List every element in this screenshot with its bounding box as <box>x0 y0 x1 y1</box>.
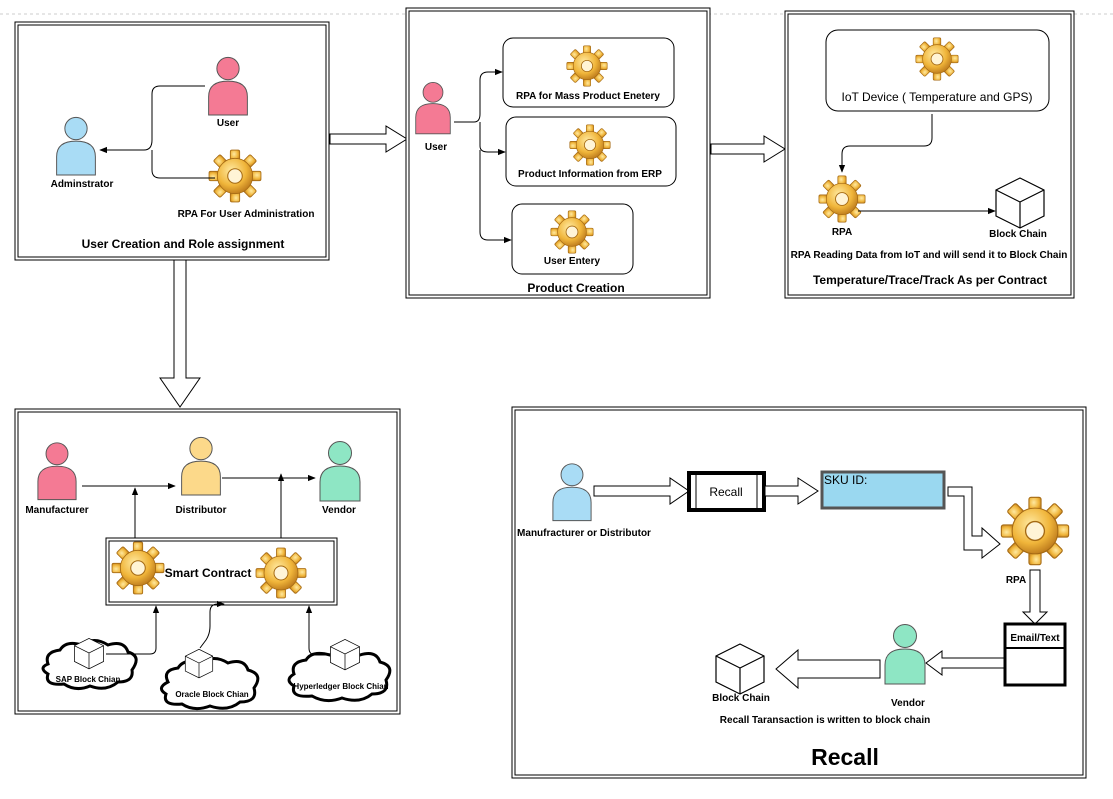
gear-icon <box>255 547 307 599</box>
recall-blockchain-label: Block Chain <box>712 693 770 704</box>
flow-arrow-to-recall-box <box>593 477 690 505</box>
tracking-blockchain-label: Block Chain <box>989 229 1047 240</box>
tracking-rpa-label: RPA <box>832 227 852 238</box>
rpa-user-admin-label: RPA For User Administration <box>178 209 315 220</box>
iot-to-rpa-connector <box>838 114 933 173</box>
sku-id-label: SKU ID: <box>824 473 867 487</box>
flow-arrow-to-blockchain <box>775 648 881 690</box>
tracking-rpa-note: RPA Reading Data from IoT and will send … <box>791 250 1068 261</box>
sap-to-contract-connector <box>106 605 160 655</box>
tracking-title: Temperature/Trace/Track As per Contract <box>813 273 1047 287</box>
user-creation-title: User Creation and Role assignment <box>82 237 285 251</box>
flow-arrow-to-vendor <box>925 650 1005 676</box>
gear-icon <box>550 210 594 254</box>
user-to-admin-connector <box>99 85 205 154</box>
sap-label: SAP Block Chian <box>56 675 121 684</box>
rpa-mass-entry-label: RPA for Mass Product Enetery <box>516 91 660 102</box>
section-recall: Manufracturer or Distributor Recall SKU … <box>511 406 1087 779</box>
smart-contract-label: Smart Contract <box>165 566 252 580</box>
recall-title: Recall <box>811 744 879 770</box>
recall-actor-label: Manufracturer or Distributor <box>517 528 651 539</box>
erp-label: Product Information from ERP <box>518 169 662 180</box>
user-to-entry-connector <box>479 150 512 244</box>
recall-note: Recall Taransaction is written to block … <box>720 715 930 726</box>
section-product-creation: User RPA for Mass Product Enetery Produc… <box>405 7 711 299</box>
hyperledger-to-contract-connector <box>305 605 329 656</box>
oracle-to-contract-connector <box>199 600 225 649</box>
flow-arrow-to-product <box>329 125 408 153</box>
gear-icon <box>1000 496 1070 566</box>
rpa-to-admin-connector <box>151 150 215 179</box>
hyperledger-cloud <box>287 649 392 703</box>
user-entry-label: User Entery <box>544 256 601 267</box>
hyperledger-label: Hyperledger Block Chian <box>293 682 388 691</box>
gear-icon <box>111 541 165 595</box>
section-tracking: IoT Device ( Temperature and GPS) RPA Bl… <box>784 10 1075 299</box>
user-label: User <box>217 118 239 129</box>
gear-icon <box>915 37 959 81</box>
gear-icon <box>566 45 608 87</box>
email-text-label: Email/Text <box>1010 633 1060 644</box>
gear-icon <box>569 124 611 166</box>
flow-arrow-to-email <box>1021 569 1049 625</box>
oracle-label: Oracle Block Chian <box>175 690 248 699</box>
manufacturer-label: Manufacturer <box>25 505 88 516</box>
user-to-erp-connector <box>479 122 506 156</box>
recall-box <box>687 471 766 512</box>
flow-arrow-to-smart-contract <box>159 259 201 408</box>
administrator-label: Adminstrator <box>51 179 114 190</box>
gear-icon <box>208 149 262 203</box>
product-creation-title: Product Creation <box>527 281 624 295</box>
section-user-creation: Adminstrator User RPA For User Administr… <box>14 21 330 261</box>
section-smart-contract: Manufacturer Distributor Vendor Smart Co… <box>14 408 401 715</box>
iot-device-label: IoT Device ( Temperature and GPS) <box>842 90 1033 104</box>
distributor-label: Distributor <box>175 505 226 516</box>
email-text-box <box>1003 622 1067 687</box>
user-to-rpa-mass-connector <box>454 68 503 123</box>
recall-vendor-label: Vendor <box>891 698 925 709</box>
vendor-label: Vendor <box>322 505 356 516</box>
sku-id-field <box>820 470 946 510</box>
flow-arrow-to-rpa <box>947 486 1001 560</box>
gear-icon <box>818 175 866 223</box>
recall-box-label: Recall <box>709 485 742 499</box>
product-user-label: User <box>425 142 447 153</box>
flow-arrow-to-tracking <box>710 135 786 163</box>
recall-rpa-label: RPA <box>1006 575 1026 586</box>
flow-arrow-to-sku <box>764 477 819 505</box>
